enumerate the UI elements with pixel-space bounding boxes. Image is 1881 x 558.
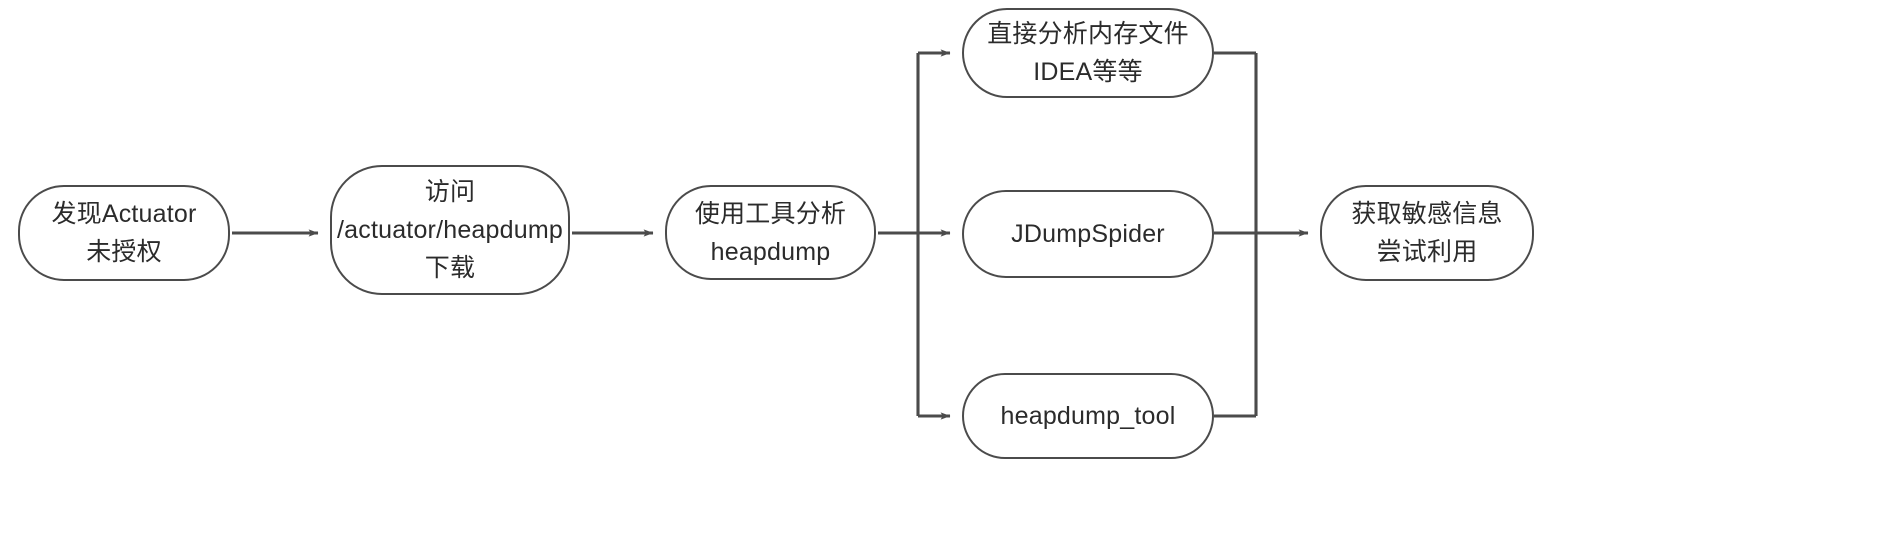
node-discover-actuator-line-1: 发现Actuator bbox=[51, 200, 197, 228]
node-obtain-sensitive-info-line-2: 尝试利用 bbox=[1376, 238, 1478, 266]
node-obtain-sensitive-info-line-1: 获取敏感信息 bbox=[1351, 200, 1503, 228]
node-access-heapdump-line-1: 访问 bbox=[424, 178, 476, 206]
node-heapdump-tool[interactable]: heapdump_tool bbox=[962, 373, 1214, 459]
node-access-heapdump-line-2: /actuator/heapdump bbox=[337, 216, 563, 244]
node-discover-actuator-line-2: 未授权 bbox=[86, 238, 162, 266]
node-access-heapdump-line-3: 下载 bbox=[424, 254, 476, 282]
node-direct-memory-file-analysis[interactable]: 直接分析内存文件 IDEA等等 bbox=[962, 8, 1214, 98]
node-heapdump-tool-label: heapdump_tool bbox=[1000, 402, 1176, 430]
node-direct-memory-file-analysis-line-2: IDEA等等 bbox=[1033, 58, 1143, 86]
node-analyze-with-tools-line-2: heapdump bbox=[710, 237, 831, 266]
node-obtain-sensitive-info[interactable]: 获取敏感信息 尝试利用 bbox=[1320, 185, 1534, 281]
node-jdumpspider-label: JDumpSpider bbox=[1011, 220, 1165, 248]
node-jdumpspider[interactable]: JDumpSpider bbox=[962, 190, 1214, 278]
node-analyze-with-tools[interactable]: 使用工具分析 heapdump bbox=[665, 185, 876, 280]
node-analyze-with-tools-line-1: 使用工具分析 bbox=[694, 199, 847, 228]
node-direct-memory-file-analysis-line-1: 直接分析内存文件 bbox=[987, 20, 1189, 48]
node-discover-actuator[interactable]: 发现Actuator 未授权 bbox=[18, 185, 230, 281]
node-access-heapdump[interactable]: 访问 /actuator/heapdump 下载 bbox=[330, 165, 570, 295]
